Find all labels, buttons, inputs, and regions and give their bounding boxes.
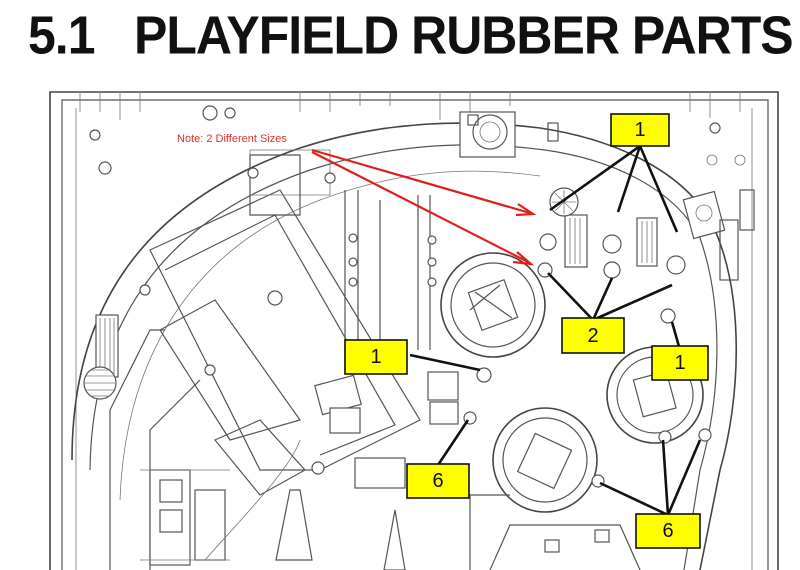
callout-6-bottom-label: 6 [662,520,673,542]
callout-6-center: 6 [406,463,470,499]
callout-1-center: 1 [344,339,408,375]
size-note-text: Note: 2 Different Sizes [177,133,287,145]
callout-1-right: 1 [651,345,709,381]
page-title: 5.1 PLAYFIELD RUBBER PARTS [28,4,794,67]
note-arrow-2-head [512,251,535,266]
section-title: PLAYFIELD RUBBER PARTS [134,5,794,66]
callout-1-top: 1 [610,113,670,147]
callout-1-top-label: 1 [634,119,645,141]
callout-1-center-label: 1 [370,346,381,368]
note-arrow-1 [311,148,531,215]
playfield-drawing [49,91,779,570]
note-arrow-2 [311,151,529,263]
note-arrow-1-head [515,203,537,217]
leader-lines [409,144,702,517]
size-note: Note: 2 Different Sizes [177,133,537,266]
callout-6-bottom: 6 [635,513,701,549]
callout-2: 2 [561,317,625,354]
callout-1-right-label: 1 [674,352,685,374]
section-number: 5.1 [28,5,96,66]
callout-2-label: 2 [587,325,598,347]
callout-6-center-label: 6 [432,470,443,492]
